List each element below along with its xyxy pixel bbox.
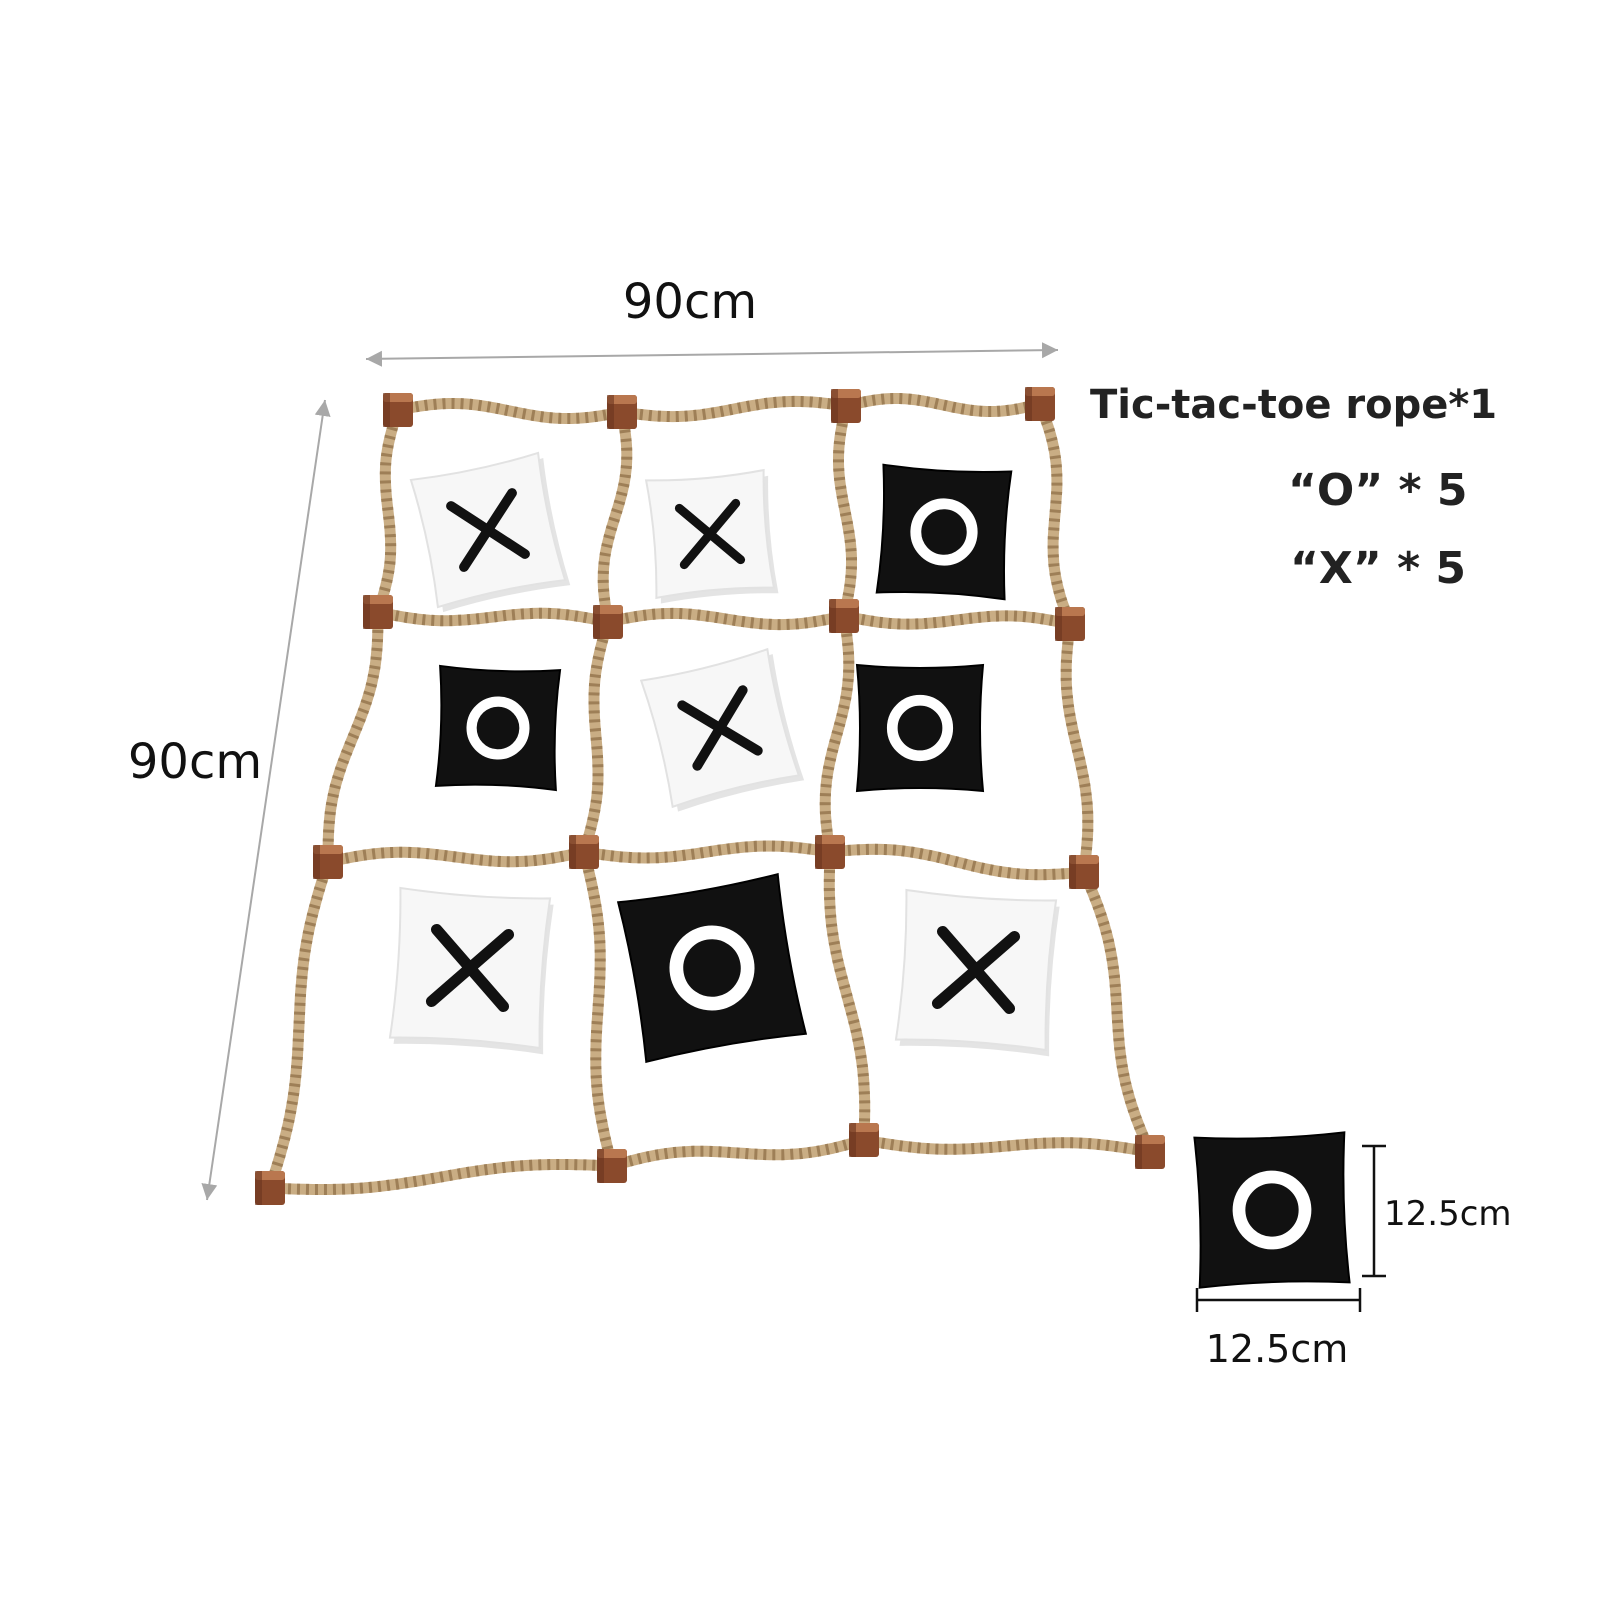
rope-segment bbox=[1078, 866, 1156, 1158]
spec-o-count: “O” * 5 bbox=[1288, 465, 1468, 516]
sample-width-label: 12.5cm bbox=[1206, 1327, 1349, 1371]
rope-segment bbox=[322, 606, 384, 868]
rope-segment bbox=[1034, 398, 1076, 630]
rope-segment bbox=[823, 846, 871, 1146]
height-label: 90cm bbox=[128, 734, 262, 790]
sample-bag-detail: 12.5cm 12.5cm bbox=[1193, 1131, 1512, 1371]
x-symbol-icon bbox=[425, 923, 515, 1013]
wooden-block bbox=[815, 835, 845, 869]
wooden-block bbox=[849, 1123, 879, 1157]
rope-segment bbox=[372, 606, 614, 628]
o-symbol-icon bbox=[466, 696, 530, 760]
wooden-block bbox=[363, 595, 393, 629]
wooden-block bbox=[313, 845, 343, 879]
o-bean-bag bbox=[875, 463, 1013, 601]
rope-segment bbox=[264, 1159, 618, 1195]
o-symbol-icon bbox=[886, 694, 954, 762]
wooden-block bbox=[831, 389, 861, 423]
rope-segment bbox=[838, 610, 1076, 630]
wooden-block bbox=[829, 599, 859, 633]
x-symbol-icon bbox=[931, 925, 1021, 1015]
rope-segment bbox=[1060, 618, 1094, 878]
wooden-block bbox=[383, 393, 413, 427]
wooden-block bbox=[1135, 1135, 1165, 1169]
wooden-block bbox=[593, 605, 623, 639]
x-symbol-icon bbox=[446, 488, 530, 572]
wooden-blocks bbox=[255, 387, 1165, 1205]
wooden-block bbox=[1025, 387, 1055, 421]
wooden-block bbox=[1069, 855, 1099, 889]
o-bean-bag bbox=[855, 663, 985, 793]
sample-width-ruler: 12.5cm bbox=[1195, 1288, 1362, 1371]
rope-segment bbox=[824, 843, 1090, 881]
x-symbol-icon bbox=[674, 498, 746, 570]
width-arrow bbox=[365, 342, 1059, 367]
rope-segment bbox=[264, 856, 334, 1194]
height-arrow bbox=[201, 399, 331, 1201]
o-bean-bag bbox=[616, 872, 808, 1064]
o-symbol-icon bbox=[669, 925, 755, 1011]
width-label: 90cm bbox=[623, 274, 757, 330]
x-bean-bag bbox=[644, 468, 779, 604]
rope-segment bbox=[392, 398, 628, 424]
rope-segment bbox=[616, 395, 852, 423]
wooden-block bbox=[569, 835, 599, 869]
sample-o-bean-bag bbox=[1193, 1131, 1351, 1289]
sample-height-label: 12.5cm bbox=[1384, 1194, 1512, 1234]
rope-segment bbox=[372, 404, 404, 618]
height-dimension: 90cm bbox=[128, 399, 331, 1201]
rope-segment bbox=[819, 610, 855, 858]
rope-segment bbox=[578, 840, 836, 864]
rope-segment bbox=[322, 846, 590, 868]
spec-rope: Tic-tac-toe rope*1 bbox=[1090, 382, 1497, 428]
wooden-block bbox=[597, 1149, 627, 1183]
bean-bags bbox=[388, 451, 1060, 1064]
wooden-block bbox=[255, 1171, 285, 1205]
x-symbol-icon bbox=[677, 685, 763, 771]
rope-segment bbox=[578, 846, 618, 1172]
rope-segment bbox=[578, 616, 614, 858]
width-dimension: 90cm bbox=[365, 274, 1059, 367]
x-bean-bag bbox=[409, 451, 571, 613]
o-symbol-icon bbox=[1232, 1170, 1312, 1250]
x-bean-bag bbox=[388, 886, 554, 1055]
wooden-block bbox=[1055, 607, 1085, 641]
rope-segment bbox=[833, 400, 857, 622]
rope-segment bbox=[858, 1134, 1156, 1158]
rope-segment bbox=[606, 1134, 870, 1172]
wooden-block bbox=[607, 395, 637, 429]
sample-height-ruler: 12.5cm bbox=[1362, 1144, 1512, 1278]
rope-segment bbox=[840, 393, 1046, 417]
spec-x-count: “X” * 5 bbox=[1290, 543, 1466, 594]
sample-o-bag bbox=[1193, 1131, 1351, 1289]
x-bean-bag bbox=[639, 647, 805, 812]
o-bean-bag bbox=[434, 664, 562, 792]
rope-grid bbox=[264, 393, 1156, 1195]
rope-segment bbox=[597, 406, 633, 628]
o-symbol-icon bbox=[910, 498, 978, 566]
x-bean-bag bbox=[894, 888, 1060, 1057]
spec-list: Tic-tac-toe rope*1 “O” * 5 “X” * 5 bbox=[1090, 382, 1497, 594]
rope-segment bbox=[602, 607, 850, 631]
